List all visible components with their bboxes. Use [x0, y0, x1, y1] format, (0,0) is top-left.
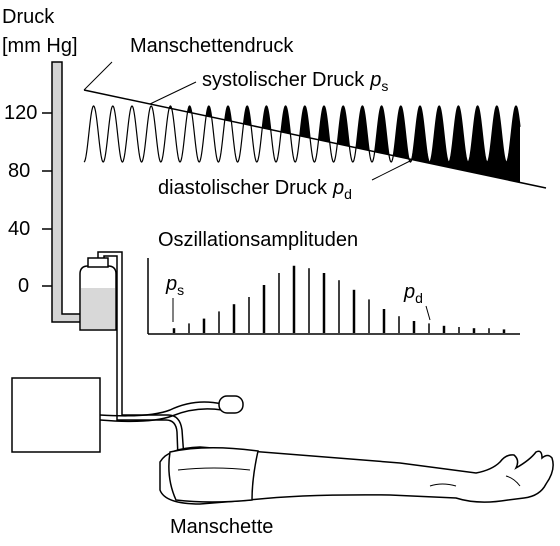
arm-illustration [159, 446, 554, 505]
axis-title-line1: Druck [2, 6, 55, 28]
leader-systolic [149, 81, 197, 105]
tick-label-40: 40 [8, 218, 30, 240]
leader-amp-pd [425, 305, 431, 321]
finger-crease [505, 475, 521, 487]
leader-diastolic [371, 159, 413, 181]
label-amp-ps-sub: s [177, 282, 184, 298]
label-amp-ps: ps [165, 273, 184, 298]
pump-tube [99, 401, 223, 417]
pump-tube-inner [99, 408, 223, 423]
cuff-band [168, 447, 259, 503]
reservoir-liquid [81, 288, 115, 329]
connecting-tube-inner [103, 255, 179, 459]
control-box [11, 377, 101, 453]
oscillation-wave-fill [84, 90, 520, 183]
label-diastolic-p: p [332, 177, 344, 199]
label-amp-pd: pd [403, 281, 423, 306]
manometer-reservoir [79, 257, 117, 331]
tick-label-120: 120 [4, 102, 37, 124]
arm-outline [159, 446, 554, 505]
label-oscillation-amplitudes: Oszillationsamplituden [158, 229, 358, 251]
label-cuff: Manschette [170, 516, 273, 538]
leader-cuff-pressure [83, 61, 113, 91]
label-amp-ps-p: p [165, 273, 177, 295]
label-cuff-pressure: Manschettendruck [130, 35, 294, 57]
reservoir-cap [87, 257, 109, 268]
label-systolic-sub: s [381, 78, 388, 94]
label-diastolic-text: diastolischer Druck [158, 177, 328, 199]
elbow-crease [429, 483, 457, 487]
connecting-tube [97, 251, 185, 459]
oscillation-waveform [83, 90, 521, 183]
label-amp-pd-sub: d [415, 290, 423, 306]
tick-label-80: 80 [8, 160, 30, 182]
label-systolic-text: systolischer Druck [202, 69, 365, 91]
label-diastolic-sub: d [344, 186, 352, 202]
cuff-seam [177, 467, 251, 471]
tick-label-0: 0 [18, 275, 29, 297]
label-systolic-p: p [369, 69, 381, 91]
axis-title-line2: [mm Hg] [2, 35, 78, 57]
amplitude-bars [172, 265, 506, 333]
pump-bulb [218, 395, 244, 414]
label-amp-pd-p: p [403, 281, 415, 303]
